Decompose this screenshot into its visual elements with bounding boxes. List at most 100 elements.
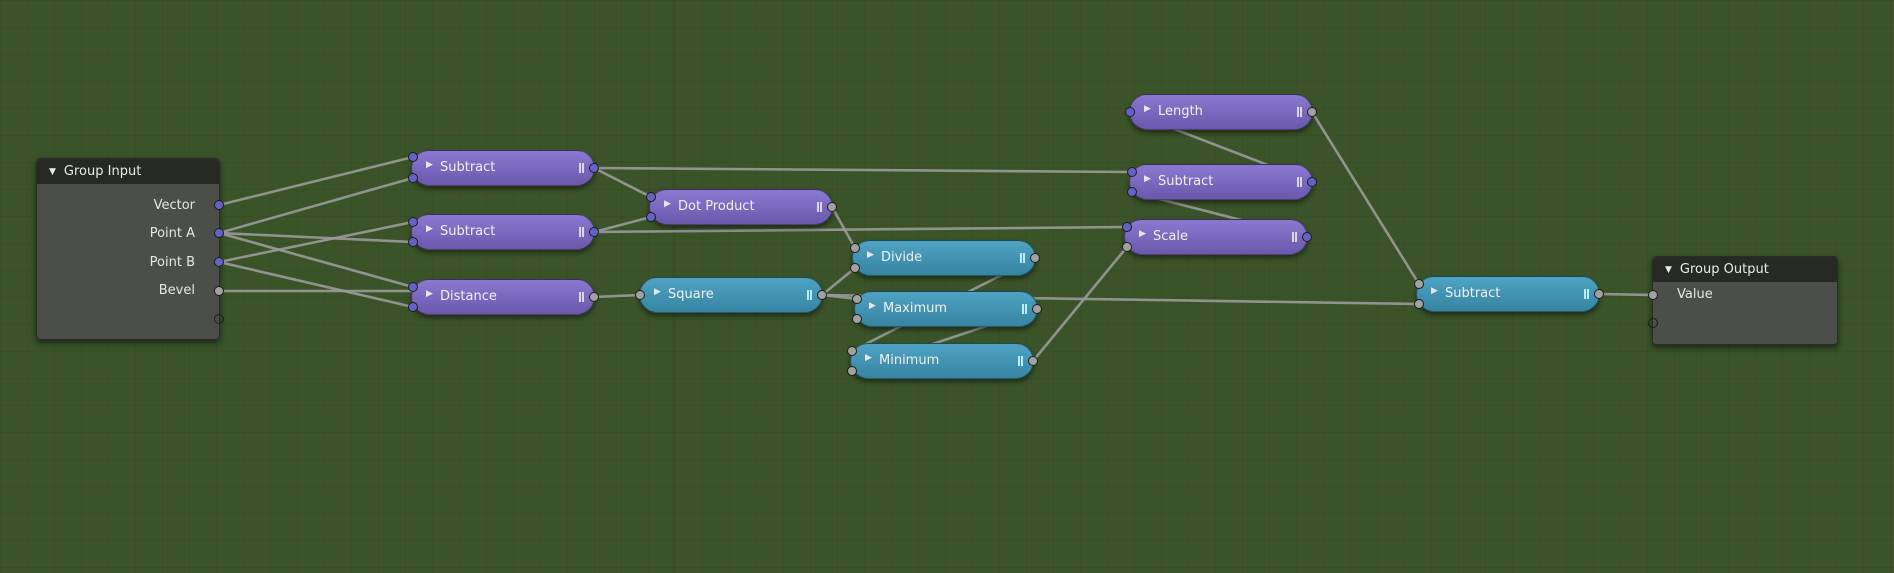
node-label: Subtract xyxy=(440,224,496,239)
socket-maximum-out[interactable] xyxy=(1032,304,1042,314)
socket-maximum-in-b[interactable] xyxy=(852,314,862,324)
triangle-right-icon[interactable]: ▶ xyxy=(426,289,433,299)
socket-subtract-3-in-a[interactable] xyxy=(1127,167,1137,177)
socket-empty-in[interactable] xyxy=(1648,318,1658,328)
triangle-down-icon[interactable]: ▼ xyxy=(1665,265,1672,275)
socket-subtract-1-out[interactable] xyxy=(589,163,599,173)
triangle-right-icon[interactable]: ▶ xyxy=(654,287,661,297)
drag-grip-icon[interactable] xyxy=(579,163,584,173)
triangle-right-icon[interactable]: ▶ xyxy=(1431,286,1438,296)
triangle-right-icon[interactable]: ▶ xyxy=(1144,174,1151,184)
triangle-right-icon[interactable]: ▶ xyxy=(1139,229,1146,239)
triangle-right-icon[interactable]: ▶ xyxy=(664,199,671,209)
group-input-node[interactable]: ▼ Group Input Vector Point A Point B Beve… xyxy=(36,158,220,340)
node-label: Square xyxy=(668,287,714,302)
drag-grip-icon[interactable] xyxy=(1297,177,1302,187)
socket-maximum-in-a[interactable] xyxy=(852,294,862,304)
triangle-right-icon[interactable]: ▶ xyxy=(867,250,874,260)
triangle-right-icon[interactable]: ▶ xyxy=(869,301,876,311)
distance-node[interactable]: ▶ Distance xyxy=(411,279,595,315)
socket-value-in[interactable] xyxy=(1648,290,1658,300)
output-point-a-label: Point A xyxy=(149,226,195,241)
socket-minimum-in-a[interactable] xyxy=(847,346,857,356)
scale-node[interactable]: ▶ Scale xyxy=(1124,219,1308,255)
input-value-label: Value xyxy=(1677,287,1713,302)
socket-scale-in-a[interactable] xyxy=(1122,222,1132,232)
group-input-header[interactable]: ▼ Group Input xyxy=(37,159,219,184)
socket-subtract-2-out[interactable] xyxy=(589,227,599,237)
group-output-node[interactable]: ▼Group Output Value xyxy=(1652,256,1838,345)
triangle-right-icon[interactable]: ▶ xyxy=(426,224,433,234)
output-vector-label: Vector xyxy=(153,198,195,213)
group-input-title: Group Input xyxy=(63,164,142,179)
socket-subtract-final-in-a[interactable] xyxy=(1414,279,1424,289)
subtract-node-1[interactable]: ▶Subtract xyxy=(411,150,595,186)
node-label: Scale xyxy=(1153,229,1188,244)
drag-grip-icon[interactable] xyxy=(1022,304,1027,314)
divide-node[interactable]: ▶ Divide xyxy=(852,240,1036,276)
socket-divide-in-b[interactable] xyxy=(850,263,860,273)
drag-grip-icon[interactable] xyxy=(579,227,584,237)
socket-subtract-2-in-a[interactable] xyxy=(408,217,418,227)
socket-subtract-2-in-b[interactable] xyxy=(408,237,418,247)
node-label: Length xyxy=(1158,104,1203,119)
output-point-b-label: Point B xyxy=(149,255,195,270)
socket-scale-in-b[interactable] xyxy=(1122,242,1132,252)
drag-grip-icon[interactable] xyxy=(1018,356,1023,366)
socket-minimum-out[interactable] xyxy=(1028,356,1038,366)
drag-grip-icon[interactable] xyxy=(807,290,812,300)
socket-divide-in-a[interactable] xyxy=(850,243,860,253)
drag-grip-icon[interactable] xyxy=(1297,107,1302,117)
triangle-down-icon[interactable]: ▼ xyxy=(49,167,56,177)
drag-grip-icon[interactable] xyxy=(1020,253,1025,263)
socket-scale-out[interactable] xyxy=(1302,232,1312,242)
node-label: Distance xyxy=(440,289,497,304)
minimum-node[interactable]: ▶ Minimum xyxy=(850,343,1034,379)
socket-subtract-final-out[interactable] xyxy=(1594,289,1604,299)
socket-square-in[interactable] xyxy=(635,290,645,300)
node-label: Subtract xyxy=(1158,174,1214,189)
socket-point-b-out[interactable] xyxy=(214,257,224,267)
group-output-header[interactable]: ▼Group Output xyxy=(1653,257,1837,282)
socket-point-a-out[interactable] xyxy=(214,228,224,238)
maximum-node[interactable]: ▶Maximum xyxy=(854,291,1038,327)
triangle-right-icon[interactable]: ▶ xyxy=(865,353,872,363)
node-label: Dot Product xyxy=(678,199,755,214)
socket-subtract-3-in-b[interactable] xyxy=(1127,187,1137,197)
socket-subtract-final-in-b[interactable] xyxy=(1414,299,1424,309)
drag-grip-icon[interactable] xyxy=(579,292,584,302)
socket-bevel-out[interactable] xyxy=(214,286,224,296)
socket-length-out[interactable] xyxy=(1307,107,1317,117)
output-bevel-label: Bevel xyxy=(158,283,195,298)
node-label: Minimum xyxy=(879,353,940,368)
drag-grip-icon[interactable] xyxy=(1584,289,1589,299)
square-node[interactable]: ▶ Square xyxy=(639,277,823,313)
socket-dot-in-b[interactable] xyxy=(646,212,656,222)
socket-vector-out[interactable] xyxy=(214,200,224,210)
socket-dot-out[interactable] xyxy=(827,202,837,212)
drag-grip-icon[interactable] xyxy=(1292,232,1297,242)
subtract-node-3[interactable]: ▶ Subtract xyxy=(1129,164,1313,200)
socket-square-out[interactable] xyxy=(817,290,827,300)
length-node[interactable]: ▶ Length xyxy=(1129,94,1313,130)
triangle-right-icon[interactable]: ▶ xyxy=(426,160,433,170)
subtract-node-2[interactable]: ▶ Subtract xyxy=(411,214,595,250)
socket-divide-out[interactable] xyxy=(1030,253,1040,263)
drag-grip-icon[interactable] xyxy=(817,202,822,212)
node-label: Subtract xyxy=(1445,286,1501,301)
triangle-right-icon[interactable]: ▶ xyxy=(1144,104,1151,114)
socket-empty-out[interactable] xyxy=(214,314,224,324)
socket-distance-in-b[interactable] xyxy=(408,302,418,312)
socket-subtract-1-in-a[interactable] xyxy=(408,152,418,162)
dot-product-node[interactable]: ▶ Dot Product xyxy=(649,189,833,225)
node-label: Divide xyxy=(881,250,923,265)
socket-subtract-1-in-b[interactable] xyxy=(408,173,418,183)
socket-subtract-3-out[interactable] xyxy=(1307,177,1317,187)
socket-length-in[interactable] xyxy=(1125,107,1135,117)
socket-minimum-in-b[interactable] xyxy=(847,366,857,376)
socket-distance-in-a[interactable] xyxy=(408,282,418,292)
socket-distance-out[interactable] xyxy=(589,292,599,302)
socket-dot-in-a[interactable] xyxy=(646,192,656,202)
subtract-final-node[interactable]: ▶ Subtract xyxy=(1416,276,1600,312)
